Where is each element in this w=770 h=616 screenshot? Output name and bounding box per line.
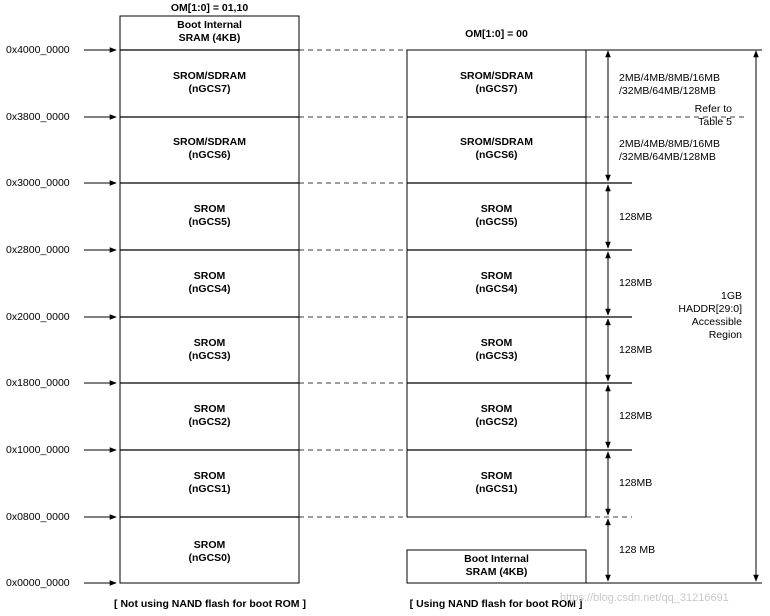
right-block-ngcs3: SROM(nGCS3) [475, 337, 518, 362]
right-block-ngcs6: SROM/SDRAM(nGCS6) [460, 136, 533, 161]
size-label-ngcs3: 128MB [619, 344, 653, 356]
accessible-region-label: 1GB HADDR[29:0] Accessible Region [678, 290, 742, 341]
address-label: 0x3800_0000 [6, 111, 70, 123]
address-label: 0x1000_0000 [6, 444, 70, 456]
dashed-connectors [299, 49, 744, 518]
left-caption: [ Not using NAND flash for boot ROM ] [114, 598, 306, 610]
right-block-ngcs2: SROM(nGCS2) [475, 403, 518, 428]
left-block-ngcs4: SROM(nGCS4) [188, 270, 231, 295]
address-label: 0x0000_0000 [6, 577, 70, 589]
size-label-ngcs0: 128 MB [619, 544, 656, 556]
left-block-ngcs0: SROM(nGCS0) [188, 539, 231, 564]
address-arrows [84, 47, 117, 586]
left-block-ngcs7: SROM/SDRAM(nGCS7) [173, 70, 246, 95]
right-title: OM[1:0] = 00 [465, 28, 528, 40]
left-block-ngcs3: SROM(nGCS3) [188, 337, 231, 362]
address-label: 0x2800_0000 [6, 244, 70, 256]
address-label: 0x3000_0000 [6, 177, 70, 189]
right-caption: [ Using NAND flash for boot ROM ] [409, 598, 583, 610]
left-block-ngcs1: SROM(nGCS1) [188, 470, 231, 495]
address-label: 0x2000_0000 [6, 311, 70, 323]
address-label: 0x0800_0000 [6, 511, 70, 523]
size-label-ngcs5: 128MB [619, 211, 653, 223]
address-label: 0x1800_0000 [6, 377, 70, 389]
size-label-ngcs2: 128MB [619, 410, 653, 422]
size-label-ngcs4: 128MB [619, 277, 653, 289]
right-block-ngcs1: SROM(nGCS1) [475, 470, 518, 495]
left-block-ngcs2: SROM(nGCS2) [188, 403, 231, 428]
left-memory-map [119, 15, 300, 584]
size-label-ngcs7: 2MB/4MB/8MB/16MB/32MB/64MB/128MB [619, 72, 720, 97]
left-title: OM[1:0] = 01,10 [170, 2, 249, 14]
right-block-ngcs7: SROM/SDRAM(nGCS7) [460, 70, 533, 95]
left-block-ngcs6: SROM/SDRAM(nGCS6) [173, 136, 246, 161]
right-memory-map [406, 49, 632, 584]
right-block-ngcs4: SROM(nGCS4) [475, 270, 518, 295]
address-label: 0x4000_0000 [6, 44, 70, 56]
right-block-ngcs5: SROM(nGCS5) [475, 203, 518, 228]
size-label-ngcs1: 128MB [619, 477, 653, 489]
watermark: https://blog.csdn.net/qq_31216691 [560, 592, 729, 604]
size-arrows [586, 49, 762, 584]
size-label-ngcs6: 2MB/4MB/8MB/16MB/32MB/64MB/128MB [619, 138, 720, 163]
left-block-ngcs5: SROM(nGCS5) [188, 203, 231, 228]
